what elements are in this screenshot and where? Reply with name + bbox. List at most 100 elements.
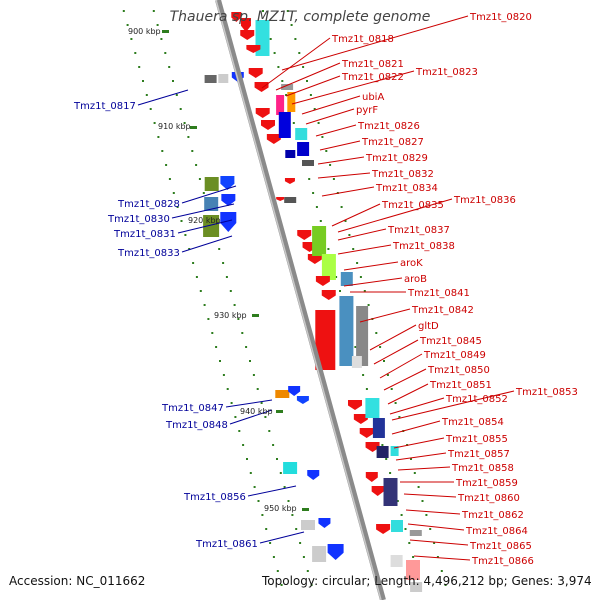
- gene-label[interactable]: aroB: [404, 274, 427, 285]
- gene-label[interactable]: Tmz1t_0851: [429, 380, 492, 391]
- scale-dot: [238, 430, 241, 432]
- gene-label[interactable]: Tmz1t_0860: [457, 493, 520, 504]
- gene-label[interactable]: Tmz1t_0837: [387, 225, 450, 236]
- scale-dot: [222, 374, 225, 376]
- scale-dot: [249, 360, 251, 362]
- gene-features-layer: [203, 12, 423, 592]
- gene-label[interactable]: Tmz1t_0828: [117, 199, 180, 210]
- gene-block: [391, 520, 403, 532]
- gene-label[interactable]: Tmz1t_0857: [447, 449, 510, 460]
- gene-arrow: [288, 386, 301, 396]
- scale-dot: [184, 234, 187, 236]
- label-leader: [301, 95, 361, 115]
- gene-label[interactable]: Tmz1t_0817: [73, 101, 136, 112]
- gene-label[interactable]: Tmz1t_0818: [331, 34, 394, 45]
- gene-label[interactable]: Tmz1t_0852: [445, 394, 508, 405]
- scale-dot: [400, 514, 403, 516]
- gene-label[interactable]: Tmz1t_0835: [381, 200, 444, 211]
- gene-arrow: [365, 442, 380, 452]
- gene-label[interactable]: Tmz1t_0866: [471, 556, 534, 567]
- scale-dot: [237, 318, 240, 320]
- scale-dot: [339, 290, 341, 292]
- gene-block: [410, 582, 423, 592]
- scale-label: 920 kbp: [188, 216, 221, 225]
- scale-dot: [444, 584, 447, 586]
- label-leader: [321, 186, 375, 197]
- scale-dot: [313, 108, 316, 110]
- gene-label[interactable]: Tmz1t_0862: [461, 510, 524, 521]
- gene-block: [297, 142, 310, 156]
- gene-label[interactable]: Tmz1t_0858: [451, 463, 514, 474]
- gene-label[interactable]: Tmz1t_0842: [411, 305, 474, 316]
- gene-label[interactable]: Tmz1t_0829: [365, 153, 428, 164]
- scale-dot: [261, 514, 264, 516]
- gene-label[interactable]: Tmz1t_0832: [371, 169, 434, 180]
- scale-dot: [319, 220, 322, 222]
- gene-label[interactable]: Tmz1t_0841: [407, 288, 470, 299]
- gene-label[interactable]: Tmz1t_0838: [392, 241, 455, 252]
- scale-dot: [175, 94, 178, 96]
- scale-dot: [412, 556, 415, 558]
- scale-dot: [308, 178, 311, 180]
- scale-dot: [410, 458, 412, 460]
- label-leader: [171, 203, 235, 219]
- gene-arrow: [321, 290, 336, 300]
- gene-label[interactable]: Tmz1t_0845: [419, 336, 482, 347]
- gene-label[interactable]: Tmz1t_0853: [515, 387, 578, 398]
- scale-dot: [257, 500, 260, 502]
- gene-label[interactable]: Tmz1t_0836: [453, 195, 516, 206]
- gene-label[interactable]: Tmz1t_0850: [427, 365, 490, 376]
- gene-label[interactable]: Tmz1t_0833: [117, 248, 180, 259]
- gene-label[interactable]: Tmz1t_0856: [183, 492, 246, 503]
- gene-label[interactable]: Tmz1t_0827: [361, 137, 424, 148]
- gene-label[interactable]: Tmz1t_0855: [445, 434, 508, 445]
- scale-dot: [262, 10, 264, 12]
- gene-label[interactable]: Tmz1t_0847: [161, 403, 224, 414]
- gene-block: [406, 560, 420, 580]
- gene-label[interactable]: Tmz1t_0822: [341, 72, 404, 83]
- gene-arrow: [248, 68, 263, 78]
- gene-label[interactable]: gltD: [418, 321, 439, 332]
- gene-label[interactable]: Tmz1t_0821: [341, 59, 404, 70]
- gene-label[interactable]: Tmz1t_0854: [441, 417, 504, 428]
- gene-arrow: [221, 194, 236, 206]
- scale-dot: [290, 24, 293, 26]
- gene-label[interactable]: Tmz1t_0834: [375, 183, 438, 194]
- gene-label[interactable]: Tmz1t_0826: [357, 121, 420, 132]
- gene-arrow: [376, 524, 391, 534]
- gene-label[interactable]: Tmz1t_0848: [165, 420, 228, 431]
- gene-block: [295, 128, 308, 140]
- gene-label[interactable]: Tmz1t_0823: [415, 67, 478, 78]
- scale-dot: [168, 178, 171, 180]
- gene-block: [285, 150, 296, 158]
- scale-tick: [190, 126, 197, 129]
- gene-label[interactable]: Tmz1t_0861: [195, 539, 258, 550]
- scale-dot: [398, 416, 401, 418]
- gene-label[interactable]: Tmz1t_0820: [469, 12, 532, 23]
- gene-arrow: [255, 108, 270, 118]
- gene-block: [351, 356, 362, 368]
- gene-label[interactable]: Tmz1t_0864: [465, 526, 528, 537]
- gene-arrow: [315, 276, 330, 286]
- gene-label[interactable]: Tmz1t_0849: [423, 350, 486, 361]
- scale-dot: [285, 94, 288, 96]
- gene-label[interactable]: Tmz1t_0831: [113, 229, 176, 240]
- scale-dot: [172, 192, 175, 194]
- gene-label[interactable]: Tmz1t_0859: [455, 478, 518, 489]
- label-leader-lines: [137, 15, 515, 561]
- gene-label[interactable]: pyrF: [356, 105, 378, 116]
- gene-arrow: [246, 45, 261, 53]
- gene-label[interactable]: aroK: [400, 258, 423, 269]
- scale-dot: [295, 528, 298, 530]
- gene-block: [315, 310, 336, 370]
- genome-stats-text: Topology: circular; Length: 4,496,212 bp…: [262, 574, 592, 588]
- gene-label[interactable]: Tmz1t_0830: [107, 214, 170, 225]
- gene-label[interactable]: Tmz1t_0865: [469, 541, 532, 552]
- gene-block: [204, 177, 219, 191]
- scale-dot: [299, 542, 302, 544]
- gene-label[interactable]: ubiA: [362, 92, 384, 103]
- label-leader: [281, 15, 469, 71]
- scale-dot: [160, 38, 163, 40]
- scale-dot: [253, 486, 256, 488]
- scale-dot: [408, 542, 411, 544]
